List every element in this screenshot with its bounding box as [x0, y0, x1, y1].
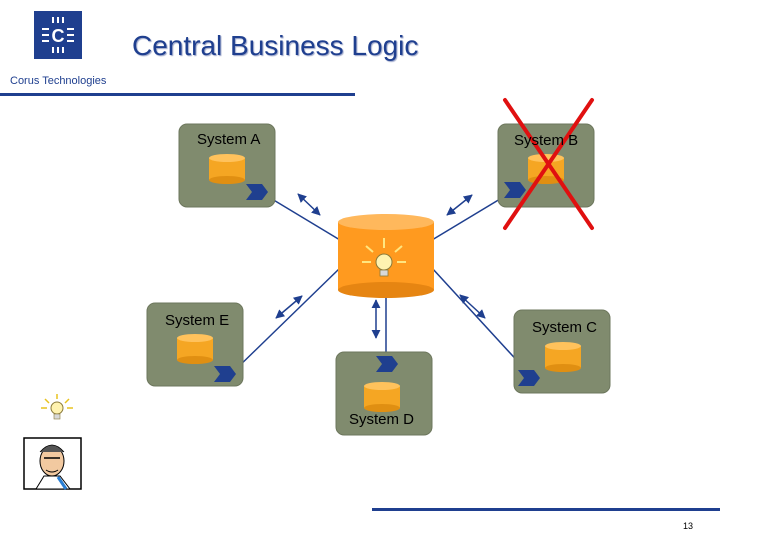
system-a-label: System A: [197, 131, 261, 148]
connector-arrow-icon: [214, 366, 236, 382]
line-to-system-b: [431, 192, 511, 241]
company-logo: C: [34, 11, 82, 59]
database-icon: [177, 334, 213, 364]
flow-arrow-system-b: [446, 194, 473, 216]
system-a-box: [178, 123, 276, 208]
svg-text:C: C: [52, 26, 65, 46]
flow-arrow-system-c: [459, 294, 486, 319]
page-number: 13: [683, 521, 694, 531]
central-database: [338, 214, 434, 298]
system-b-label: System B: [514, 132, 579, 149]
database-icon: [364, 382, 400, 412]
connector-arrow-icon: [518, 370, 540, 386]
data-flow-arrows: [275, 193, 486, 339]
system-e-box: [146, 302, 244, 387]
person-icon: [23, 437, 82, 490]
connector-arrow-icon: [246, 184, 268, 200]
flow-arrow-system-e: [275, 295, 303, 319]
system-c-label: System C: [532, 319, 598, 336]
system-c-box: [513, 309, 611, 394]
line-to-system-e: [231, 267, 341, 374]
title-divider: [0, 93, 355, 96]
system-d-box: [335, 351, 433, 436]
cross-out-icon: [503, 98, 594, 230]
idea-lightbulb-icon: [41, 394, 73, 420]
flow-arrow-system-a: [297, 193, 321, 216]
connector-arrow-icon: [504, 182, 526, 198]
company-name: Corus Technologies: [10, 75, 107, 87]
database-icon: [545, 342, 581, 372]
system-e-label: System E: [165, 312, 230, 329]
logo-mark-icon: C: [42, 17, 74, 53]
page-title: Central Business Logic: [132, 30, 419, 61]
connector-arrow-icon: [376, 356, 398, 372]
system-d-label: System D: [349, 411, 415, 428]
lightbulb-icon: [362, 238, 406, 277]
footer-divider: [372, 508, 720, 511]
database-icon: [209, 154, 245, 184]
